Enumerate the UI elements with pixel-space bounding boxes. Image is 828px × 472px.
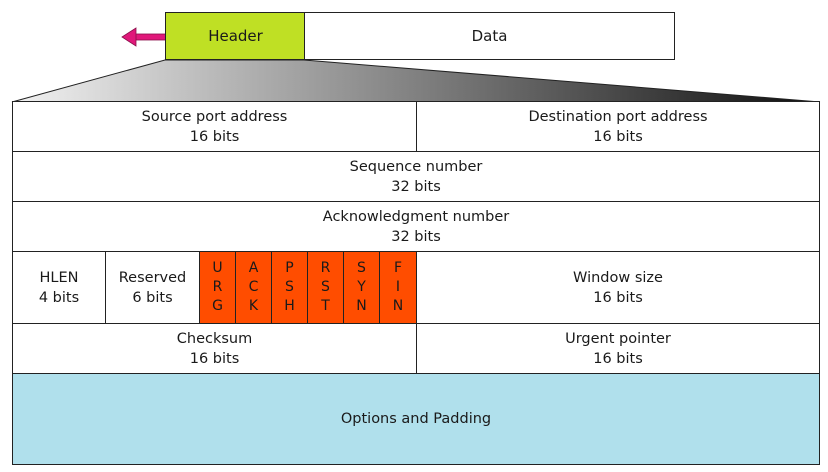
window-size-field: Window size 16 bits [416, 251, 820, 324]
reserved-label: Reserved [118, 269, 187, 286]
reserved-size: 6 bits [132, 289, 173, 306]
flag-letter: S [357, 260, 366, 276]
urgent-pointer-field: Urgent pointer 16 bits [416, 323, 820, 374]
data-label: Data [471, 27, 508, 45]
options-padding-label: Options and Padding [340, 411, 492, 427]
flag-letter: R [212, 279, 223, 295]
flag-letter: S [285, 279, 294, 295]
hlen-label: HLEN [39, 269, 79, 286]
flag-letter: F [393, 260, 403, 276]
flag-syn: S Y N [343, 251, 380, 324]
reserved-field: Reserved 6 bits [105, 251, 200, 324]
window-size-size: 16 bits [593, 289, 643, 306]
flag-letter: T [321, 298, 330, 314]
flag-letter: G [212, 298, 223, 314]
flag-fin: F I N [379, 251, 417, 324]
flag-letter: I [395, 279, 401, 295]
flag-letter: C [248, 279, 259, 295]
acknowledgment-number-field: Acknowledgment number 32 bits [12, 201, 820, 252]
sequence-number-label: Sequence number [349, 158, 483, 175]
flag-ack: A C K [235, 251, 272, 324]
source-port-field: Source port address 16 bits [12, 101, 417, 152]
header-label: Header [208, 27, 263, 45]
hlen-size: 4 bits [38, 289, 80, 306]
acknowledgment-number-size: 32 bits [391, 228, 441, 245]
options-padding-field: Options and Padding [12, 373, 820, 465]
checksum-size: 16 bits [189, 350, 240, 367]
hlen-field: HLEN 4 bits [12, 251, 106, 324]
flag-letter: S [321, 279, 330, 295]
source-port-label: Source port address [141, 108, 288, 125]
sequence-number-field: Sequence number 32 bits [12, 151, 820, 202]
flag-letter: R [320, 260, 331, 276]
flag-letter: P [285, 260, 294, 276]
acknowledgment-number-label: Acknowledgment number [322, 208, 510, 225]
flag-letter: N [356, 298, 367, 314]
flag-urg: U R G [199, 251, 236, 324]
destination-port-size: 16 bits [593, 128, 643, 145]
flag-letter: Y [357, 279, 366, 295]
urgent-pointer-size: 16 bits [593, 350, 643, 367]
window-size-label: Window size [573, 269, 663, 286]
flag-letter: H [284, 298, 295, 314]
checksum-field: Checksum 16 bits [12, 323, 417, 374]
checksum-label: Checksum [176, 330, 253, 347]
data-block: Data [304, 12, 675, 60]
flag-letter: N [392, 298, 404, 314]
urgent-pointer-label: Urgent pointer [565, 330, 671, 347]
flag-letter: A [248, 260, 259, 276]
destination-port-field: Destination port address 16 bits [416, 101, 820, 152]
flag-letter: K [248, 298, 259, 314]
header-block: Header [165, 12, 306, 60]
source-port-size: 16 bits [189, 128, 240, 145]
destination-port-label: Destination port address [528, 108, 708, 125]
flag-psh: P S H [271, 251, 308, 324]
flag-rst: R S T [307, 251, 344, 324]
flag-letter: U [212, 260, 223, 276]
sequence-number-size: 32 bits [391, 178, 441, 195]
